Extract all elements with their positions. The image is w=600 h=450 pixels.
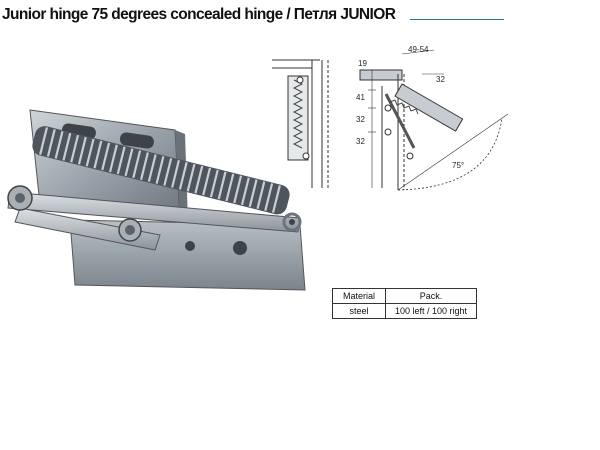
open-position-view [359,49,509,191]
dim-32-top: 32 [436,75,445,84]
dim-32-upper: 32 [356,115,365,124]
table-row: steel 100 left / 100 right [332,303,477,319]
dim-19: 19 [358,59,367,68]
dim-32-lower: 32 [356,137,365,146]
spec-cell-material: steel [332,303,386,319]
spec-header-material: Material [332,288,386,304]
dim-41: 41 [356,93,365,102]
technical-drawing: 19 41 32 32 49-54 32 75° [272,45,509,191]
hinge-product-photo [7,109,306,291]
closed-position-view [272,59,329,188]
title-underline [410,19,504,20]
angle-75: 75° [452,161,464,170]
spec-table: Material Pack. steel 100 left / 100 righ… [332,288,477,319]
spec-cell-pack: 100 left / 100 right [385,303,477,319]
spec-header-pack: Pack. [385,288,477,304]
dim-49-54: 49-54 [408,45,429,54]
spec-header-row: Material Pack. [332,288,477,304]
page-title: Junior hinge 75 degrees concealed hinge … [2,6,396,23]
